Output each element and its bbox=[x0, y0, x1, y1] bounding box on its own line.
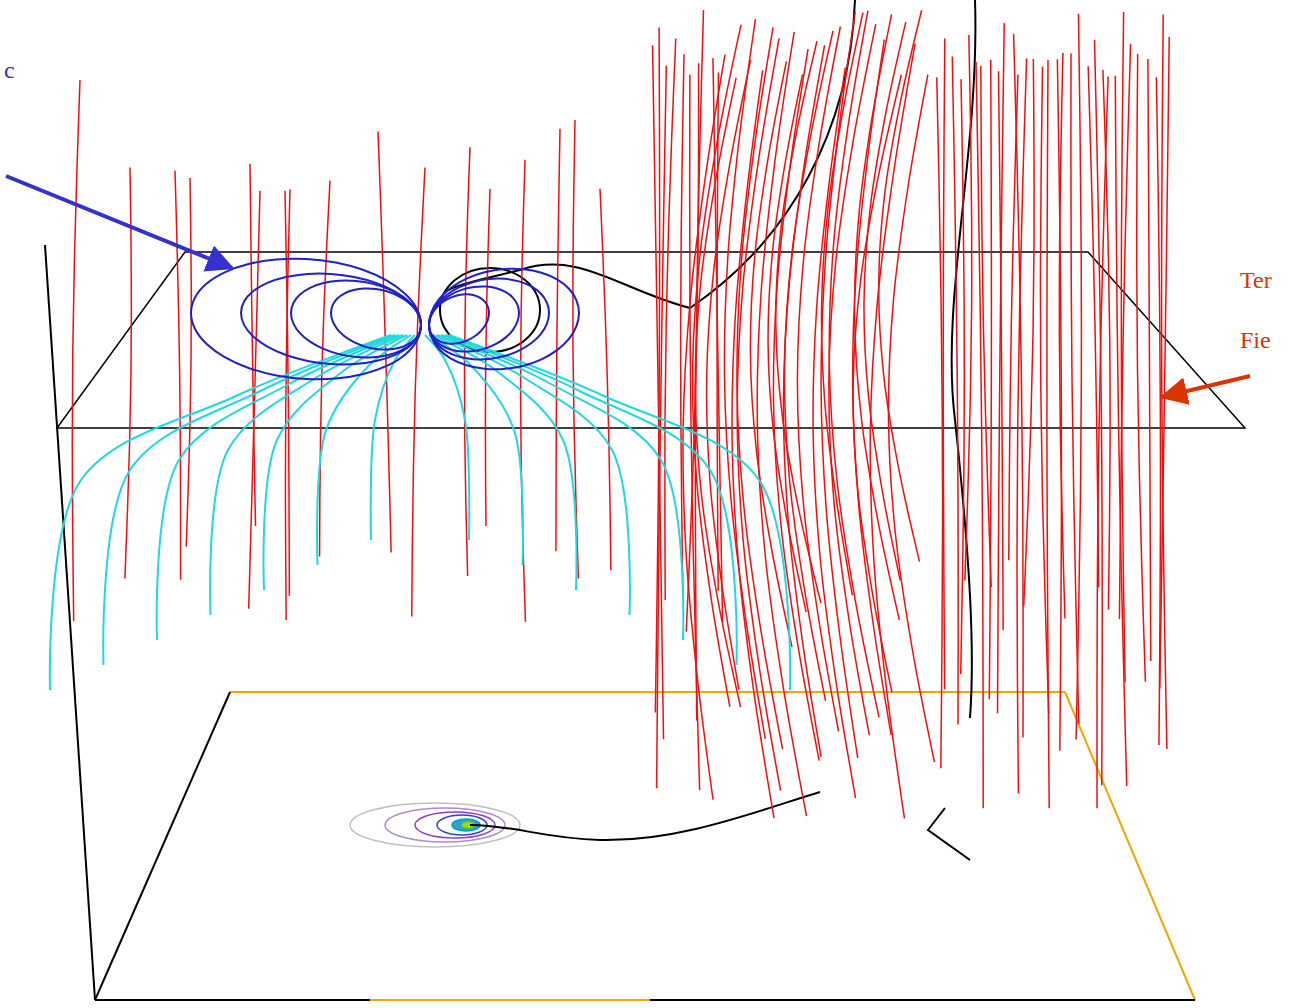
temperature-line bbox=[1137, 54, 1146, 682]
magnetic-loop bbox=[429, 286, 519, 351]
callout-label: Ter bbox=[1240, 268, 1272, 292]
temperature-line bbox=[750, 61, 792, 647]
temperature-line bbox=[1076, 14, 1081, 740]
cyan-line bbox=[449, 335, 790, 690]
callout-label: c bbox=[4, 58, 15, 82]
contour-blob bbox=[350, 803, 520, 847]
temperature-line bbox=[412, 168, 425, 617]
cyan-line bbox=[210, 335, 403, 615]
temperature-line bbox=[1017, 59, 1027, 794]
temperature-line bbox=[784, 31, 833, 701]
temperature-line bbox=[1095, 40, 1103, 785]
temperature-line bbox=[681, 54, 684, 597]
temperature-line bbox=[125, 168, 131, 579]
temperature-line bbox=[1059, 53, 1065, 619]
cyan-line bbox=[157, 335, 399, 640]
temperature-line bbox=[961, 79, 965, 674]
temperature-field-lines bbox=[72, 10, 1169, 818]
temperature-line bbox=[285, 189, 290, 619]
temperature-line bbox=[757, 32, 806, 816]
temperature-line bbox=[600, 189, 611, 571]
temperature-line bbox=[821, 13, 862, 596]
callout-arrow bbox=[6, 176, 1250, 397]
temperature-line bbox=[72, 80, 80, 621]
temperature-line bbox=[1071, 53, 1079, 723]
temperature-line bbox=[1024, 59, 1034, 606]
temperature-line bbox=[1047, 60, 1049, 808]
temperature-line bbox=[186, 178, 191, 547]
temperature-line bbox=[888, 75, 934, 762]
temperature-line bbox=[1097, 76, 1108, 808]
cyan-line bbox=[264, 335, 407, 590]
temperature-line bbox=[943, 38, 945, 689]
cyan-line bbox=[441, 335, 683, 640]
magnetic-loop bbox=[429, 279, 549, 360]
temperature-line bbox=[981, 66, 991, 587]
temperature-line bbox=[724, 19, 765, 739]
temperature-line bbox=[1160, 37, 1169, 688]
temperature-line bbox=[665, 38, 676, 599]
temperature-line bbox=[952, 57, 958, 725]
cyan-line bbox=[50, 335, 391, 690]
temperature-line bbox=[989, 60, 991, 700]
temperature-line bbox=[695, 10, 703, 720]
magnetic-loop bbox=[191, 259, 421, 380]
temperature-line bbox=[695, 78, 740, 707]
temperature-line bbox=[175, 171, 181, 580]
black-field-curve bbox=[440, 0, 975, 860]
cyan-line bbox=[371, 335, 415, 540]
temperature-line bbox=[998, 23, 1005, 713]
cyan-line bbox=[445, 335, 737, 665]
temperature-line bbox=[813, 68, 856, 798]
temperature-line bbox=[707, 60, 751, 690]
temperature-line bbox=[1119, 44, 1130, 619]
magnetic-loop bbox=[429, 294, 489, 343]
cyan-field-lines bbox=[50, 335, 790, 690]
magnetic-loop bbox=[331, 288, 421, 349]
cyan-line bbox=[433, 335, 576, 590]
temperature-line bbox=[965, 35, 972, 581]
cyan-line bbox=[425, 335, 469, 540]
temperature-line bbox=[879, 10, 922, 561]
temperature-line bbox=[870, 44, 915, 819]
magnetic-loop bbox=[291, 281, 421, 358]
magnetic-loop bbox=[241, 274, 421, 365]
temperature-line bbox=[1009, 74, 1018, 560]
temperature-line bbox=[1148, 59, 1151, 661]
magnetic-field-loops bbox=[191, 259, 579, 380]
cyan-line bbox=[103, 335, 395, 665]
magnetic-loop bbox=[429, 269, 579, 370]
cyan-line bbox=[437, 335, 630, 615]
temperature-line bbox=[693, 25, 742, 707]
temperature-line bbox=[717, 73, 718, 591]
temperature-line bbox=[556, 129, 560, 552]
temperature-line bbox=[937, 77, 943, 768]
callout-label: Fie bbox=[1240, 328, 1271, 352]
temperature-line bbox=[797, 27, 840, 732]
